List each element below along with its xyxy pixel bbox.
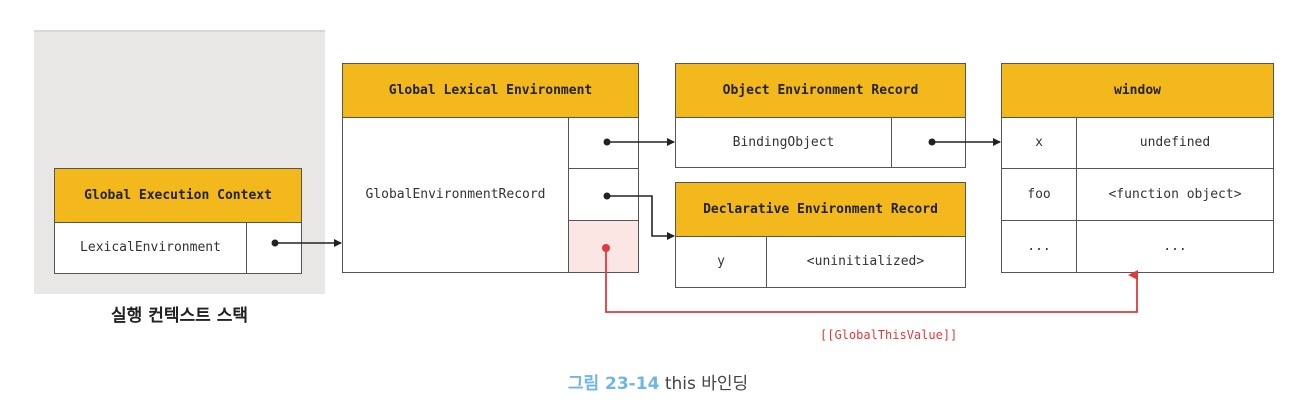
gle-to-oer-arrow	[603, 138, 675, 146]
execution-context-stack-label: 실행 컨텍스트 스택	[111, 306, 248, 326]
global-lexical-environment-box: Global Lexical Environment GlobalEnviron…	[342, 63, 639, 273]
cell-divider	[246, 222, 247, 273]
declarative-environment-record-title: Declarative Environment Record	[676, 183, 965, 237]
cell-divider	[568, 117, 569, 272]
window-object-box: window x undefined foo <function object>…	[1001, 63, 1274, 273]
window-prop-name: ...	[1027, 239, 1051, 254]
declarative-environment-record-box: Declarative Environment Record y <uninit…	[675, 182, 966, 288]
row-divider	[1002, 168, 1273, 169]
window-prop-value: ...	[1163, 239, 1187, 254]
cell-divider	[891, 117, 892, 167]
der-binding-value: <uninitialized>	[806, 254, 925, 269]
figure-caption: 그림 23-14 this 바인딩	[0, 369, 1316, 394]
window-prop-value: undefined	[1139, 135, 1211, 150]
global-this-value-label: [[GlobalThisValue]]	[820, 328, 958, 342]
window-title: window	[1002, 64, 1273, 118]
figure-number: 그림 23-14	[567, 374, 660, 394]
window-prop-value: <function object>	[1108, 187, 1242, 202]
gle-to-der-arrow	[603, 192, 675, 240]
row-divider	[1002, 220, 1273, 221]
binding-object-label: BindingObject	[732, 134, 835, 150]
oer-to-window-arrow	[928, 138, 1001, 146]
row-divider	[568, 220, 638, 221]
global-lexical-environment-title: Global Lexical Environment	[343, 64, 638, 118]
global-this-value-arrow	[602, 244, 1138, 313]
object-environment-record-box: Object Environment Record BindingObject	[675, 63, 966, 168]
global-execution-context-box: Global Execution Context LexicalEnvironm…	[54, 168, 302, 274]
cell-divider	[1076, 117, 1077, 272]
figure-title: this 바인딩	[664, 374, 749, 394]
der-binding-name: y	[717, 254, 725, 269]
lexical-environment-label: LexicalEnvironment	[80, 240, 221, 255]
object-environment-record-title: Object Environment Record	[676, 64, 965, 118]
row-divider	[568, 168, 638, 169]
window-prop-name: foo	[1027, 187, 1051, 202]
global-execution-context-title: Global Execution Context	[55, 169, 301, 223]
gec-to-gle-arrow	[271, 239, 342, 247]
global-environment-record-label: GlobalEnvironmentRecord	[365, 187, 546, 202]
window-prop-name: x	[1035, 135, 1043, 150]
cell-divider	[766, 236, 767, 287]
